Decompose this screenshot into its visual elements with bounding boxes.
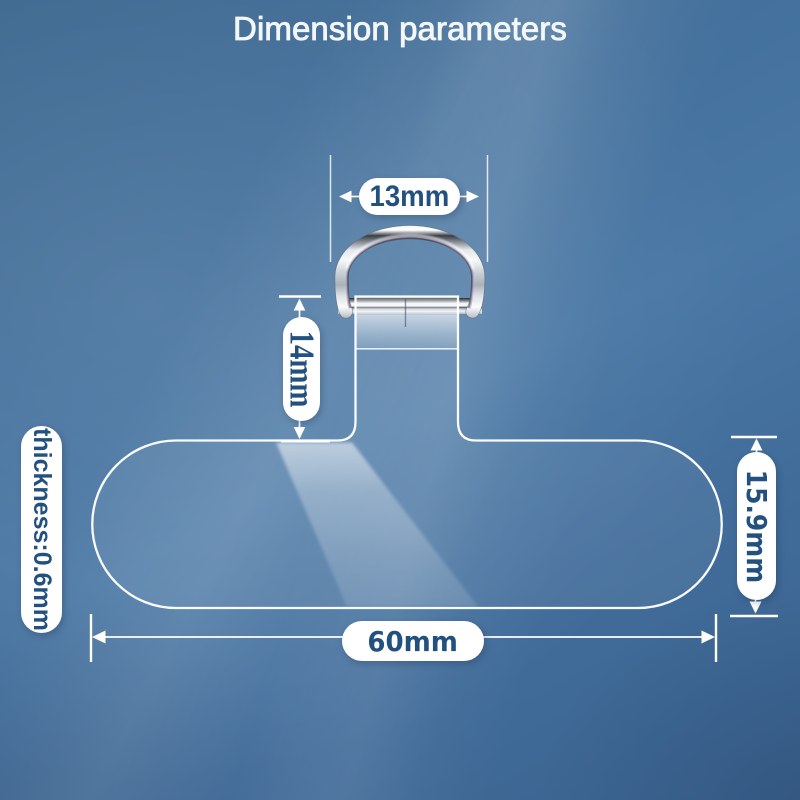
dim-13mm-arrow-left [339, 190, 352, 203]
dim-159-arrow-down [749, 601, 762, 614]
label-neck-height-text: 14mm [282, 330, 322, 408]
tab-shape [91, 295, 723, 610]
label-body-width: 60mm [342, 621, 484, 661]
dring-wire [335, 225, 485, 318]
tab-outline [91, 295, 723, 610]
dim-60mm-arrow-left [92, 630, 106, 644]
label-body-width-text: 60mm [367, 624, 459, 658]
label-neck-height: 14mm [282, 317, 322, 421]
dim-60mm-arrow-right [701, 630, 715, 644]
label-thickness: thickness:0.6mm [21, 426, 62, 633]
dim-13mm-arrow-right [466, 190, 479, 203]
page-title: Dimension parameters [233, 10, 568, 48]
dim-159-arrow-up [750, 438, 763, 451]
dring-specular [345, 234, 475, 270]
body-sheen-beam [276, 442, 478, 607]
dim-60mm [89, 614, 718, 662]
label-body-height: 15.9mm [737, 452, 776, 600]
label-ring-width: 13mm [359, 178, 460, 215]
label-ring-width-text: 13mm [369, 179, 450, 213]
dring-purple-reflection [345, 236, 474, 309]
dim-14mm [279, 295, 330, 443]
dim-14mm-arrow-down [293, 427, 306, 439]
dim-14mm-arrow-up [293, 298, 306, 311]
tab-fold-band [356, 297, 458, 350]
body-sheen [276, 442, 478, 607]
dring-inner-edge [346, 237, 473, 309]
dring [334, 224, 486, 327]
label-thickness-text: thickness:0.6mm [28, 428, 56, 631]
dim-13mm [329, 155, 489, 262]
label-body-height-text: 15.9mm [740, 469, 773, 583]
tab-fold-band-fill [356, 297, 457, 350]
dim-15.9mm [730, 435, 778, 618]
